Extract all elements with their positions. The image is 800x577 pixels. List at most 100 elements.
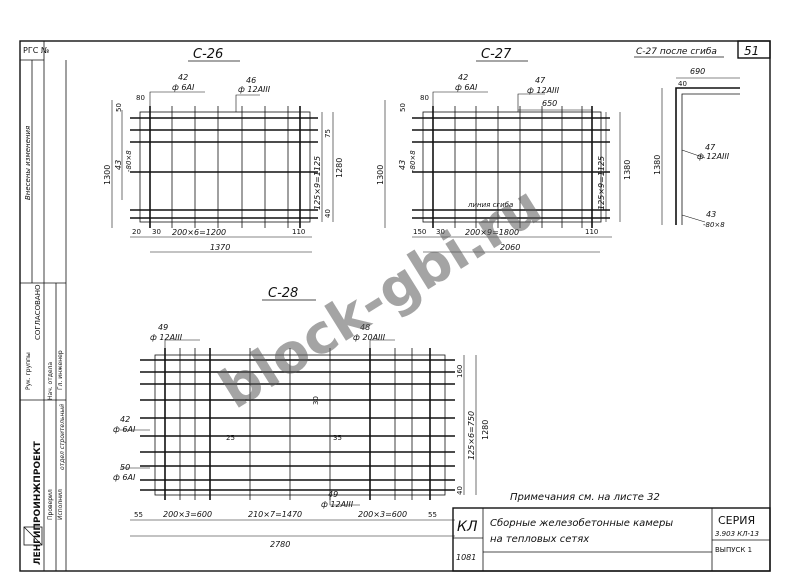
org-name: ЛЕНГИПРОИНЖПРОЕКТ: [33, 440, 43, 565]
c28-bar-49-dia: ф 12АIII: [150, 333, 183, 342]
c27-bar-42-dia: ф 6АI: [455, 83, 478, 92]
c27-dim-80: 80: [420, 94, 429, 102]
c28-bar-50-dia: ф 6АI: [113, 473, 136, 482]
drawing-c28: С-28 49 ф 12АIII 48 ф 20АIII: [113, 286, 490, 549]
c27-pitch: 125×9=1125: [597, 156, 606, 210]
role-4: Проверил: [47, 489, 54, 520]
left-title-column: РГС № ЛЕНГИПРОИНЖПРОЕКТ СОГЛАСОВАНО Внес…: [20, 41, 67, 571]
c28-bar-42-dia: ф 6АI: [113, 425, 136, 434]
drawing-c27-bent: С-27 после сгиба 690 40 1380 47 ф 12АIII…: [634, 47, 740, 229]
title-block: КЛ 1081 Сборные железобетонные камеры на…: [452, 507, 771, 572]
c26-height: 1300: [103, 165, 112, 185]
c27bent-plate-size: -80×8: [703, 221, 725, 229]
c28-seg2: 210×7=1470: [248, 510, 302, 519]
role-1: Нач. отдела: [47, 362, 54, 400]
stamp-seal-icon: [23, 526, 43, 546]
c26-bar-42: 42: [178, 73, 188, 82]
c27-len-650: 650: [542, 99, 557, 108]
c27bent-title: С-27 после сгиба: [636, 47, 717, 57]
stamp-title-1: Сборные железобетонные камеры: [490, 517, 673, 529]
c28-right-h: 1280: [481, 420, 490, 440]
c27-bar-42: 42: [458, 73, 468, 82]
c26-plate-size: -80×8: [125, 150, 133, 172]
c28-d25: 25: [226, 434, 235, 442]
agreed-label: СОГЛАСОВАНО: [34, 284, 42, 340]
c28-title: С-28: [268, 286, 298, 301]
c26-bar-46-dia: ф 12АIII: [238, 85, 271, 94]
c27-bar-47-dia: ф 12АIII: [527, 86, 560, 95]
c26-dim-80: 80: [136, 94, 145, 102]
c27bent-plate: 43: [706, 210, 716, 219]
c26-end110: 110: [292, 228, 305, 236]
c26-dim-50: 50: [115, 103, 123, 112]
drawing-c27: С-27 42 ф 6АI 47 ф 12АIII 650 80 50 1300…: [376, 47, 632, 253]
c27-inner-h: 1380: [623, 160, 632, 180]
c28-end55b: 55: [428, 511, 437, 519]
c27-mesh-outline: [422, 111, 602, 223]
stamp-title-2: на тепловых сетях: [490, 534, 589, 545]
c28-mesh-outline: [154, 354, 446, 496]
c27bent-bar-dia: ф 12АIII: [697, 152, 730, 161]
role-5: Исполнил: [57, 489, 64, 520]
stamp-series: СЕРИЯ: [718, 514, 755, 527]
c26-b20: 20: [132, 228, 141, 236]
c27-plate: 43: [398, 160, 407, 170]
c28-d35: 35: [333, 434, 342, 442]
c28-seg1: 200×3=600: [163, 510, 212, 519]
ref-label: РГС №: [23, 46, 50, 55]
stamp-code: КЛ: [457, 519, 478, 535]
sheet-frame: [19, 40, 771, 572]
c26-pitch: 125×9=1125: [313, 156, 322, 210]
c27-pitch-x: 200×9=1800: [465, 228, 519, 237]
c28-seg3: 200×3=600: [358, 510, 407, 519]
c27-bar-47: 47: [535, 76, 546, 85]
c26-title: С-26: [193, 47, 223, 62]
stamp-issue-num: 1081: [456, 553, 476, 562]
c28-bar-49: 49: [158, 323, 168, 332]
sheet-number: 51: [744, 44, 759, 58]
c28-length: 2780: [270, 540, 290, 549]
c28-end55a: 55: [134, 511, 143, 519]
c28-right-pitch: 125×6=750: [467, 411, 476, 460]
c26-plate: 43: [114, 160, 123, 170]
c28-bar-50: 50: [120, 463, 130, 472]
drawing-c26: С-26 42 ф 6АI 46 ф 12АIII 80 50 1300 43 …: [103, 47, 344, 253]
c27-b30: 30: [436, 228, 445, 236]
c27-end110: 110: [585, 228, 598, 236]
c26-b30: 30: [152, 228, 161, 236]
c26-bar-46: 46: [246, 76, 256, 85]
c27-b150: 150: [413, 228, 426, 236]
c28-r160: 160: [456, 365, 464, 378]
c27-height: 1300: [376, 165, 385, 185]
c27bent-height: 1380: [653, 155, 662, 175]
changes-label: Внесены изменения: [24, 126, 32, 200]
c26-pitch-x: 200×6=1200: [172, 228, 226, 237]
c27bent-bar: 47: [705, 143, 716, 152]
c27-title: С-27: [481, 47, 512, 62]
c27-dim-50: 50: [399, 103, 407, 112]
sheet-number-box: [737, 40, 771, 59]
c27-bend-line: линия сгиба: [467, 201, 513, 209]
c26-w40: 40: [324, 209, 332, 218]
c26-mesh-outline: [139, 111, 311, 223]
c26-bar-42-dia: ф 6АI: [172, 83, 195, 92]
stamp-series-code: 3.903 КЛ-13: [715, 530, 759, 538]
c28-r40: 40: [456, 486, 464, 495]
c26-w75: 75: [324, 129, 332, 138]
c28-bar-48: 48: [360, 323, 370, 332]
dept-label: отдел строительный: [59, 404, 66, 470]
c26-inner-h: 1280: [335, 158, 344, 178]
c28-bar-49b-dia: ф 12АIII: [321, 500, 354, 509]
c28-d30: 30: [312, 396, 320, 405]
c28-bar-49b: 49: [328, 490, 338, 499]
role-3: Рук. группы: [25, 352, 32, 390]
role-2: Гл. инженер: [57, 350, 64, 390]
note-text: Примечания см. на листе 32: [510, 492, 660, 503]
c27bent-690: 690: [690, 67, 705, 76]
stamp-issue: ВЫПУСК 1: [715, 546, 752, 554]
c27-length: 2060: [500, 243, 520, 252]
c27bent-40: 40: [678, 80, 687, 88]
c26-length: 1370: [210, 243, 230, 252]
c27-plate-size: -80×8: [409, 150, 417, 172]
